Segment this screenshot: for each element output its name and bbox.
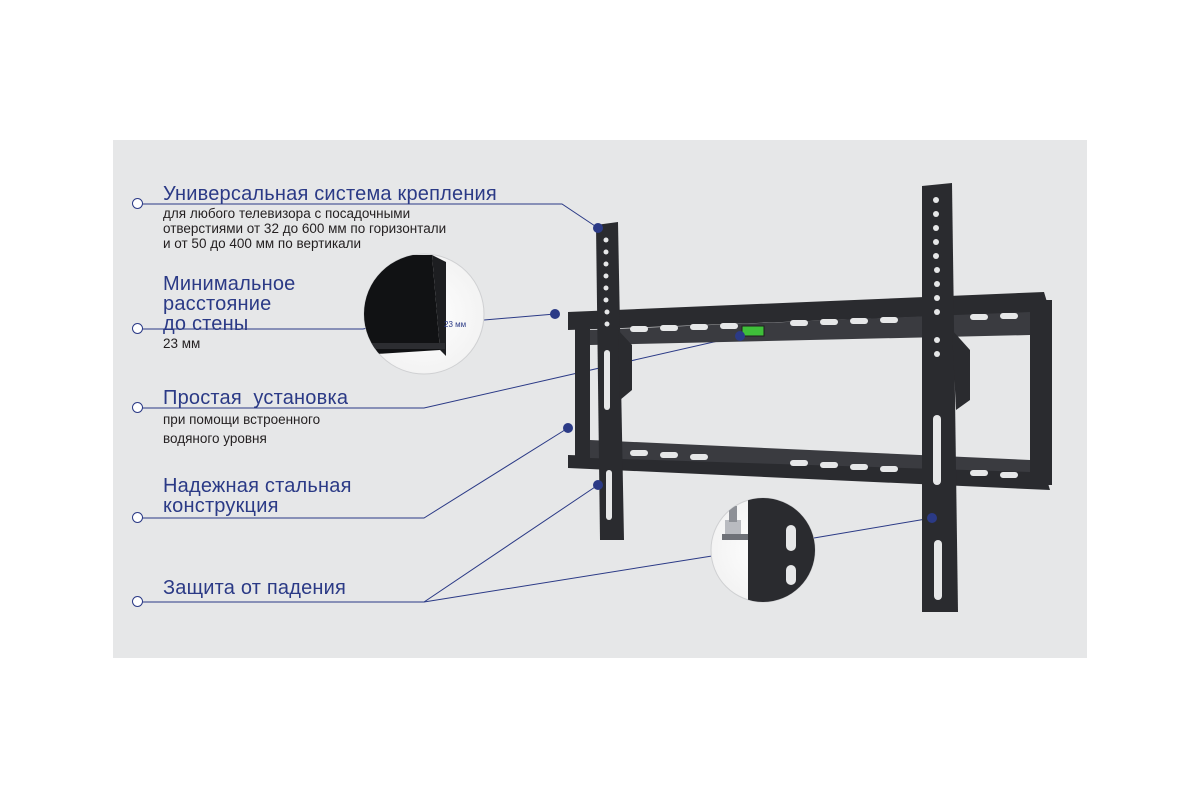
- callout-dot-safety: [593, 480, 603, 490]
- callout-dot-distance: [550, 309, 560, 319]
- feature-title-line: Минимальное: [163, 273, 296, 295]
- leader-line-install: [138, 335, 741, 409]
- feature-universal: Универсальная система крепления для любо…: [163, 184, 497, 251]
- callout-dot-install: [735, 331, 745, 341]
- bullet-safety: [132, 596, 143, 607]
- bullet-steel: [132, 512, 143, 523]
- feature-desc: при помощи встроенного водяного уровня: [163, 410, 348, 448]
- feature-distance: Минимальное расстояние до стены 23 мм: [163, 274, 296, 351]
- feature-install: Простая установка при помощи встроенного…: [163, 388, 348, 448]
- bubble-level-icon: [741, 325, 765, 337]
- feature-title-line: расстояние: [163, 293, 272, 315]
- callout-dot-safety-right: [927, 513, 937, 523]
- feature-title: Защита от падения: [163, 577, 347, 599]
- feature-title: Универсальная система крепления: [163, 183, 497, 205]
- feature-desc-line: 23 мм: [163, 336, 201, 351]
- feature-desc: для любого телевизора с посадочными отве…: [163, 206, 497, 251]
- leader-line-steel: [138, 427, 569, 519]
- feature-desc: 23 мм: [163, 336, 296, 351]
- feature-steel: Надежная стальная конструкция: [163, 476, 352, 516]
- feature-title-line: Надежная стальная: [163, 475, 352, 497]
- feature-desc-line: отверстиями от 32 до 600 мм по горизонта…: [163, 221, 447, 236]
- feature-title-line: до стены: [163, 313, 249, 335]
- bullet-distance: [132, 323, 143, 334]
- feature-desc-line: водяного уровня: [163, 431, 267, 446]
- safety-inset: [710, 497, 816, 603]
- callout-dot-universal: [593, 223, 603, 233]
- feature-title-line: конструкция: [163, 495, 279, 517]
- leader-line-universal: [138, 203, 599, 229]
- right-arm: [922, 183, 970, 612]
- feature-title: Простая установка: [163, 387, 349, 409]
- leader-line-safety-c: [813, 517, 933, 539]
- callout-dot-steel: [563, 423, 573, 433]
- callout-dots: [550, 223, 937, 523]
- distance-inset: [363, 253, 485, 375]
- left-arm: [596, 222, 632, 540]
- wall-plate: [568, 292, 1052, 490]
- distance-inset-label: 23 мм: [444, 320, 467, 329]
- feature-desc-line: и от 50 до 400 мм по вертикали: [163, 236, 362, 251]
- leader-line-distance-b: [483, 313, 556, 321]
- feature-desc-line: для любого телевизора с посадочными: [163, 206, 411, 221]
- bullet-universal: [132, 198, 143, 209]
- feature-safety: Защита от падения: [163, 578, 346, 598]
- leader-lines: [138, 203, 933, 603]
- feature-desc-line: при помощи встроенного: [163, 412, 321, 427]
- leader-line-safety-b: [423, 555, 713, 603]
- bullet-install: [132, 402, 143, 413]
